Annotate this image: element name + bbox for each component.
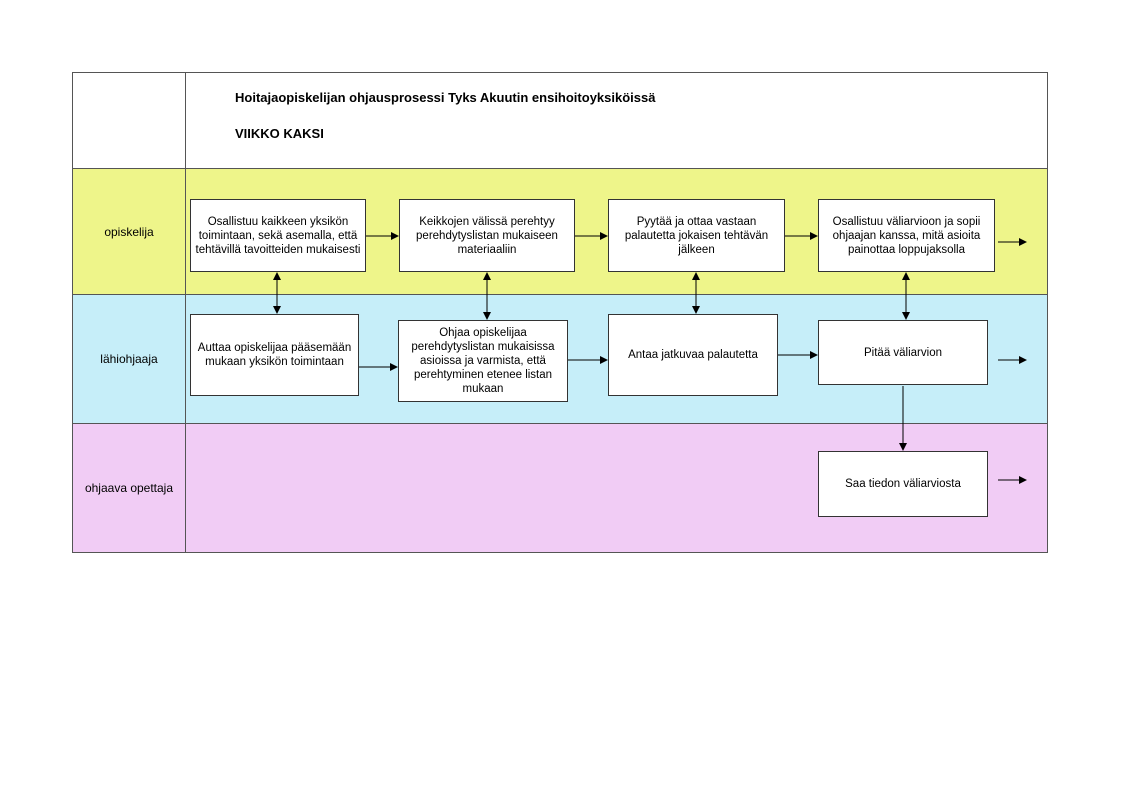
step-ohjaava-opettaja-1: Saa tiedon väliarviosta (818, 451, 988, 517)
step-lahiohjaaja-1: Auttaa opiskelijaa pääsemään mukaan yksi… (190, 314, 359, 396)
step-opiskelija-1: Osallistuu kaikkeen yksikön toimintaan, … (190, 199, 366, 272)
diagram-title: Hoitajaopiskelijan ohjausprosessi Tyks A… (235, 90, 656, 105)
step-lahiohjaaja-4: Pitää väliarvion (818, 320, 988, 385)
lane-label-ohjaava-opettaja: ohjaava opettaja (73, 424, 186, 552)
lane-label-lahiohjaaja: lähiohjaaja (73, 295, 186, 423)
step-opiskelija-2: Keikkojen välissä perehtyy perehdytyslis… (399, 199, 575, 272)
header-label-cell (73, 73, 186, 168)
lane-label-opiskelija: opiskelija (73, 169, 186, 294)
step-opiskelija-4: Osallistuu väliarvioon ja sopii ohjaajan… (818, 199, 995, 272)
header-lane: Hoitajaopiskelijan ohjausprosessi Tyks A… (72, 72, 1048, 169)
step-lahiohjaaja-3: Antaa jatkuvaa palautetta (608, 314, 778, 396)
step-lahiohjaaja-2: Ohjaa opiskelijaa perehdytyslistan mukai… (398, 320, 568, 402)
diagram-subtitle: VIIKKO KAKSI (235, 126, 324, 141)
step-opiskelija-3: Pyytää ja ottaa vastaan palautetta jokai… (608, 199, 785, 272)
